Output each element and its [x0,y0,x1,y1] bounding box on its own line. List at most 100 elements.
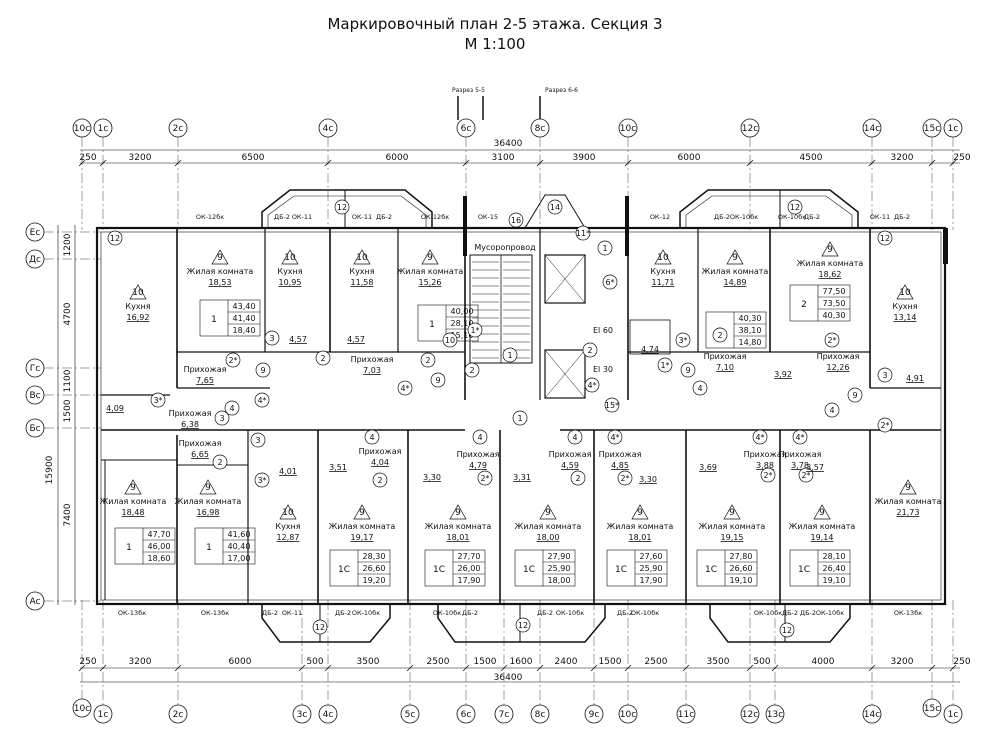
marker-circle: 4* [792,429,808,445]
svg-text:1*: 1* [660,361,669,370]
marker-circle: 12 [312,619,328,635]
svg-text:2: 2 [425,356,430,365]
marker-circle: 12 [515,617,531,633]
axis-bubble-top: 2с [168,118,188,138]
dim-left: 1200 [63,233,73,256]
marker-circle: 4 [824,402,840,418]
marker-circle: 4* [584,377,600,393]
svg-text:2: 2 [575,474,580,483]
dim-bottom: 3200 [891,657,914,667]
svg-text:Дс: Дс [29,255,41,265]
axis-bubble-bottom: 10с [72,698,92,718]
svg-text:7,65: 7,65 [196,376,214,385]
bathroom-area: 4,57 [289,335,307,344]
marker-circle: 2* [617,470,633,486]
dim-bottom: 1600 [510,657,533,667]
marker-circle: 3 [214,410,230,426]
svg-text:2*: 2* [763,471,772,480]
svg-text:9: 9 [260,366,265,375]
marker-circle: 12 [779,622,795,638]
svg-text:13,14: 13,14 [894,313,917,322]
svg-text:2с: 2с [173,124,184,134]
svg-text:12: 12 [337,203,347,212]
svg-text:Гс: Гс [30,364,40,374]
dim-bottom: 2500 [427,657,450,667]
axis-bubble-top: 14с [862,118,882,138]
window-label-bottom: ДБ-2 [800,609,816,617]
svg-text:Жилая комната: Жилая комната [187,267,254,276]
svg-text:2: 2 [717,331,722,340]
svg-text:1С: 1С [338,565,350,575]
svg-text:1с: 1с [948,710,959,720]
marker-circle: 3 [877,367,893,383]
svg-text:19,10: 19,10 [730,576,753,585]
window-label-top: ОК-12 [650,213,670,221]
dim-left: 1500 [63,399,73,422]
bathroom-area: 4,91 [906,374,924,383]
dim-top: 6500 [242,153,265,163]
axis-bubble-top: 1с [943,118,963,138]
svg-text:9с: 9с [589,710,600,720]
svg-text:Прихожая: Прихожая [457,450,500,459]
svg-text:10с: 10с [620,710,636,720]
svg-text:1*: 1* [470,326,479,335]
svg-text:28,10: 28,10 [823,552,846,561]
marker-circle: 2 [372,472,388,488]
svg-text:Прихожая: Прихожая [599,450,642,459]
svg-text:Прихожая: Прихожая [169,409,212,418]
svg-text:Прихожая: Прихожая [744,450,787,459]
svg-text:17,90: 17,90 [640,576,663,585]
window-label-bottom: ОК-10бк [556,609,584,617]
svg-text:40,30: 40,30 [823,311,846,320]
svg-text:Прихожая: Прихожая [184,365,227,374]
svg-text:12с: 12с [742,710,758,720]
axis-bubble-bottom: 7с [494,704,514,724]
window-label-bottom: ДБ-2 [537,609,553,617]
svg-text:1С: 1С [523,565,535,575]
svg-text:12,87: 12,87 [277,533,300,542]
dim-left: 4700 [63,302,73,325]
marker-circle: 4 [567,429,583,445]
window-label-top: ДБ-2 [714,213,730,221]
svg-text:4,85: 4,85 [611,461,629,470]
svg-text:Вс: Вс [29,391,40,401]
window-label-bottom: ДБ-2 [335,609,351,617]
svg-text:Жилая комната: Жилая комната [175,497,242,506]
dim-bottom: 500 [306,657,323,667]
svg-text:4: 4 [697,384,702,393]
window-label-bottom: ОК-13бк [118,609,146,617]
dim-top-total: 36400 [494,139,523,149]
svg-text:14,80: 14,80 [739,338,762,347]
svg-text:Бс: Бс [29,424,40,434]
svg-text:8с: 8с [535,710,546,720]
svg-text:10с: 10с [620,124,636,134]
svg-text:18,00: 18,00 [537,533,560,542]
dim-bottom: 1500 [599,657,622,667]
svg-text:40,00: 40,00 [451,307,474,316]
svg-text:4с: 4с [323,710,334,720]
svg-text:4: 4 [369,433,374,442]
marker-circle: 1 [502,347,518,363]
svg-text:4*: 4* [755,433,764,442]
marker-circle: 12 [877,230,893,246]
window-label-top: ОК-12бк [196,213,224,221]
marker-circle: 10 [442,332,458,348]
svg-text:13с: 13с [767,710,783,720]
svg-text:27,90: 27,90 [548,552,571,561]
bathroom-area: 3,92 [774,370,792,379]
marker-circle: 3* [675,332,691,348]
svg-text:73,50: 73,50 [823,299,846,308]
window-label-bottom: ОК-10бк [631,609,659,617]
bathroom-area: 3,30 [639,475,657,484]
